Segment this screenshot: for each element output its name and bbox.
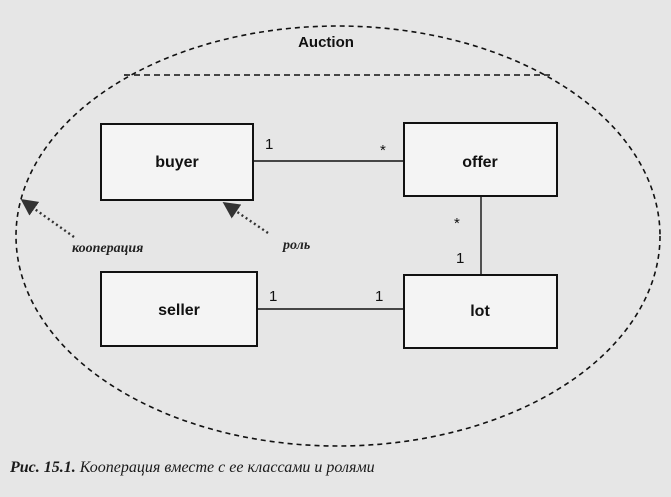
- role-note: роль: [282, 238, 310, 253]
- class-seller-label: seller: [158, 302, 200, 319]
- class-seller: seller: [100, 271, 258, 347]
- collaboration-name: Auction: [298, 34, 354, 51]
- class-offer-label: offer: [462, 154, 498, 171]
- collaboration-note: кооперация: [72, 241, 143, 256]
- class-lot-label: lot: [470, 303, 490, 320]
- role-note-arrow: [222, 202, 269, 234]
- multiplicity-offer-lot-lot-end: 1: [456, 250, 464, 267]
- multiplicity-seller-lot-lot-end: 1: [375, 288, 383, 305]
- figure-caption-text: Кооперация вместе с ее классами и ролями: [79, 459, 375, 476]
- collaboration-ellipse: [15, 25, 661, 447]
- multiplicity-seller-lot-seller-end: 1: [269, 288, 277, 305]
- class-buyer-label: buyer: [155, 154, 199, 171]
- multiplicity-buyer-offer-offer-end: *: [380, 142, 386, 159]
- figure-label: Рис. 15.1.: [10, 459, 76, 476]
- class-offer: offer: [403, 122, 558, 197]
- multiplicity-buyer-offer-buyer-end: 1: [265, 136, 273, 153]
- multiplicity-offer-lot-offer-end: *: [454, 215, 460, 232]
- class-lot: lot: [403, 274, 558, 349]
- class-buyer: buyer: [100, 123, 254, 201]
- figure-caption: Рис. 15.1. Кооперация вместе с ее класса…: [10, 459, 375, 477]
- collaboration-note-arrow: [20, 199, 75, 238]
